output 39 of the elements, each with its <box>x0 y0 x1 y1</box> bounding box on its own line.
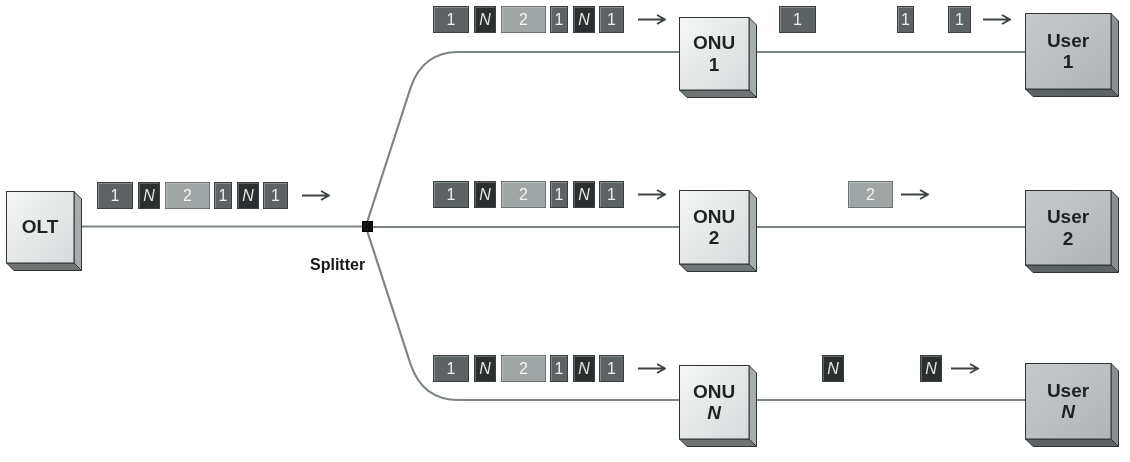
data-packet: 1 <box>897 6 914 33</box>
node-caption: Splitter <box>310 256 366 274</box>
data-packet: 1 <box>97 182 133 209</box>
data-packet: 1 <box>599 6 624 33</box>
connector-line <box>82 225 362 228</box>
data-packet: N <box>573 181 595 208</box>
data-packet: 1 <box>948 6 971 33</box>
connector-line <box>757 50 1025 54</box>
data-packet: 1 <box>550 6 568 33</box>
data-packet: N <box>474 181 496 208</box>
data-packet: 1 <box>550 181 568 208</box>
data-packet: N <box>822 355 844 382</box>
data-packet: 1 <box>599 355 624 382</box>
data-packet: N <box>138 182 160 209</box>
connector-line <box>366 231 679 402</box>
data-packet: N <box>474 355 496 382</box>
connector-line <box>757 225 1025 229</box>
data-packet: 2 <box>501 181 546 208</box>
data-packet: 2 <box>848 181 893 208</box>
data-packet: 1 <box>433 6 469 33</box>
data-packet: 1 <box>433 355 469 382</box>
data-packet: 1 <box>550 355 568 382</box>
data-packet: N <box>920 355 942 382</box>
data-packet: 1 <box>433 181 469 208</box>
data-packet: 1 <box>779 6 816 33</box>
data-packet: 1 <box>214 182 232 209</box>
data-packet: 2 <box>165 182 210 209</box>
connector-line <box>366 50 679 222</box>
connector-line <box>757 398 1025 402</box>
data-packet: N <box>237 182 259 209</box>
data-packet: 1 <box>263 182 288 209</box>
data-packet: 1 <box>599 181 624 208</box>
data-packet: N <box>474 6 496 33</box>
connector-line <box>373 225 679 229</box>
data-packet: N <box>573 355 595 382</box>
data-packet: 2 <box>501 355 546 382</box>
splitter-symbol <box>362 221 373 232</box>
data-packet: 2 <box>501 6 546 33</box>
data-packet: N <box>573 6 595 33</box>
